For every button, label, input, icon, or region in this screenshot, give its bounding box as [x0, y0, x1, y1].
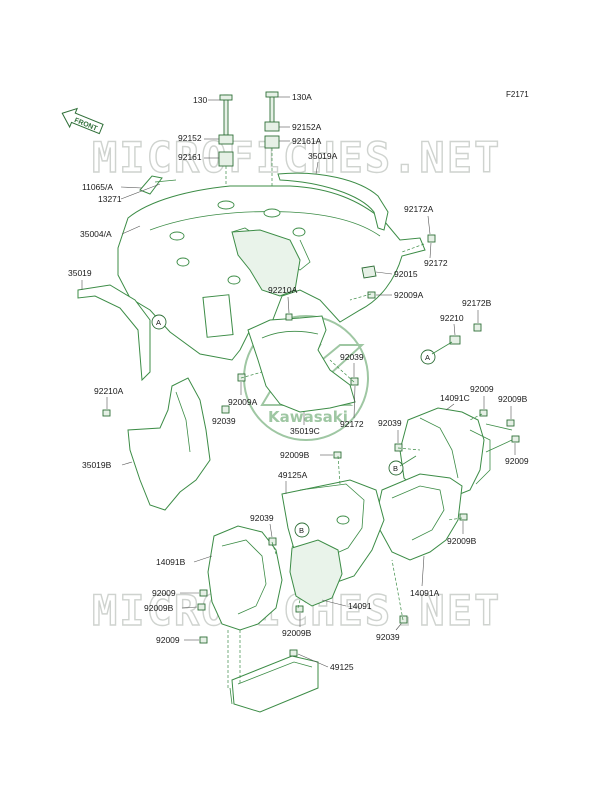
label-49125a: 49125A: [278, 470, 308, 480]
screw-92009b-bottom: [295, 605, 304, 613]
label-49125: 49125: [330, 662, 354, 672]
inner-guard-35019c: [247, 315, 356, 413]
label-92009-lowleft: 92009: [152, 588, 176, 598]
label-35019: 35019: [68, 268, 92, 278]
screw-92039-mid: [350, 377, 359, 386]
label-92210: 92210: [440, 313, 464, 323]
label-92009b-bottom: 92009B: [282, 628, 312, 638]
svg-text:A: A: [425, 353, 430, 362]
label-92039-mid: 92039: [340, 352, 364, 362]
label-92152a: 92152A: [292, 122, 322, 132]
cover-14091b: [207, 525, 283, 631]
label-92009-right: 92009: [470, 384, 494, 394]
clip-92210a-left: [102, 409, 111, 417]
label-35004a: 35004/A: [80, 229, 112, 239]
label-92210a-left: 92210A: [94, 386, 124, 396]
label-14091a: 14091A: [410, 588, 440, 598]
label-92161: 92161: [178, 152, 202, 162]
reference-a-right: A: [420, 349, 436, 365]
screw-92039-right: [394, 443, 403, 452]
label-92009b-center: 92009B: [280, 450, 310, 460]
reference-b-lower: B: [294, 522, 310, 538]
screw-92009-right2: [511, 435, 520, 443]
label-130: 130: [193, 95, 207, 105]
label-92039-bottom: 92039: [376, 632, 400, 642]
screw-92009b-low-right: [459, 513, 468, 521]
svg-text:B: B: [299, 526, 304, 535]
screw-92039-low: [268, 537, 277, 546]
clip-92015: [361, 265, 377, 279]
kawasaki-logo-text: Kawasaki: [268, 408, 348, 426]
label-14091b: 14091B: [156, 557, 186, 567]
screw-92039-bottom: [399, 615, 408, 624]
label-14091: 14091: [348, 601, 372, 611]
label-35019a: 35019A: [308, 151, 338, 161]
screw-92009-right: [479, 409, 488, 417]
label-92210a-top: 92210A: [268, 285, 298, 295]
screw-92009a-top: [367, 291, 376, 299]
screw-92009-bottomleft: [199, 636, 208, 644]
collar-92152a: [264, 121, 280, 132]
trim-35019a: [277, 172, 389, 231]
trim-35019: [77, 284, 151, 382]
bolt-92172b: [473, 323, 482, 332]
svg-text:B: B: [393, 464, 398, 473]
label-92039-left: 92039: [212, 416, 236, 426]
label-92015: 92015: [394, 269, 418, 279]
reference-a-upper: A: [151, 314, 167, 330]
label-92172b: 92172B: [462, 298, 492, 308]
label-92009b-right: 92009B: [498, 394, 528, 404]
label-11065a: 11065/A: [82, 182, 113, 192]
label-35019c: 35019C: [290, 426, 320, 436]
bolt-92172a: [427, 234, 436, 243]
figure-code: F2171: [506, 90, 529, 99]
bolt-130: [219, 94, 233, 136]
label-92172-mid: 92172: [340, 419, 364, 429]
label-92039-low: 92039: [250, 513, 274, 523]
label-92172a: 92172A: [404, 204, 434, 214]
label-35019b: 35019B: [82, 460, 112, 470]
label-92161a: 92161A: [292, 136, 322, 146]
label-92039-right: 92039: [378, 418, 402, 428]
label-92009-bottomleft: 92009: [156, 635, 180, 645]
label-92009-right2: 92009: [505, 456, 529, 466]
front-arrow-icon: FRONT: [61, 107, 104, 135]
screw-92009b-lowleft: [197, 603, 206, 611]
plate-49125: [231, 655, 319, 713]
cover-14091a: [377, 473, 463, 561]
label-92009a-top: 92009A: [394, 290, 424, 300]
label-92009b-low-right: 92009B: [447, 536, 477, 546]
grommet-92161: [218, 151, 234, 167]
collar-92152: [218, 134, 234, 145]
label-13271: 13271: [98, 194, 122, 204]
label-92009a-mid: 92009A: [228, 397, 258, 407]
clip-92210a-top: [285, 313, 293, 321]
label-92172: 92172: [424, 258, 448, 268]
cover-14091: [289, 539, 343, 607]
label-92152: 92152: [178, 133, 202, 143]
reference-b-upper: B: [388, 460, 404, 476]
label-14091c: 14091C: [440, 393, 470, 403]
side-guard-35019b: [127, 377, 211, 511]
screw-92009b-center: [333, 451, 342, 459]
cap-92210: [449, 335, 461, 345]
grommet-92161a: [264, 135, 280, 149]
screw-49125-bottom: [289, 649, 298, 657]
label-92009b-lowleft: 92009B: [144, 603, 174, 613]
screw-92009b-right: [506, 419, 515, 427]
svg-text:A: A: [156, 318, 161, 327]
screw-92039-left: [221, 405, 230, 414]
screw-92009-lowleft: [199, 589, 208, 597]
label-130a: 130A: [292, 92, 312, 102]
